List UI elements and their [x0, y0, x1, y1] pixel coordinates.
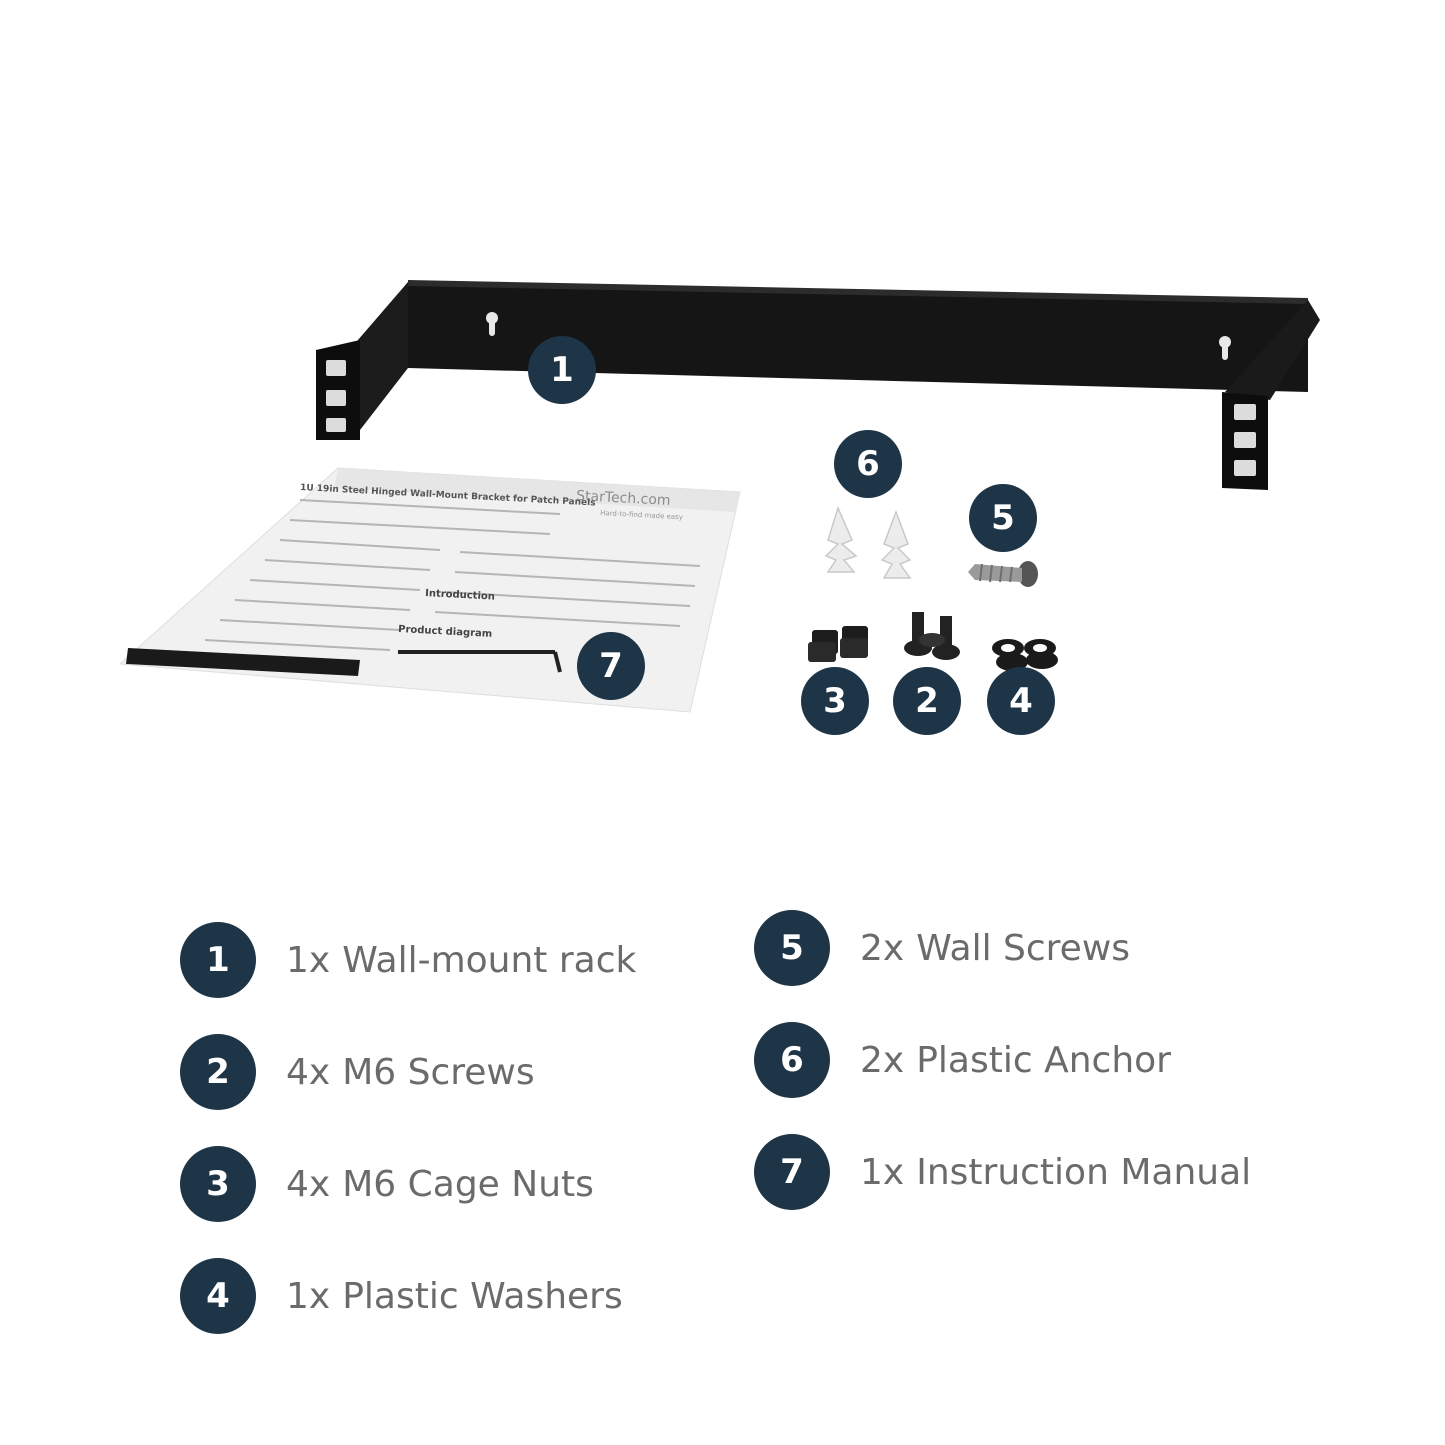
legend-label: Plastic Anchor — [916, 1039, 1171, 1081]
legend-label: Instruction Manual — [916, 1151, 1252, 1193]
legend-item-2: 2 4x M6 Screws — [180, 1034, 535, 1110]
wall-mount-rack-illustration — [316, 280, 1320, 490]
legend-label: Wall-mount rack — [342, 939, 637, 981]
legend-badge: 3 — [180, 1146, 256, 1222]
legend-badge: 4 — [180, 1258, 256, 1334]
callout-badge-4: 4 — [987, 667, 1055, 735]
legend-label: Wall Screws — [916, 927, 1131, 969]
legend-item-6: 6 2x Plastic Anchor — [754, 1022, 1171, 1098]
callout-badge-5: 5 — [969, 484, 1037, 552]
legend-label: Plastic Washers — [342, 1275, 623, 1317]
callout-badge-1: 1 — [528, 336, 596, 404]
legend-qty: 4x — [286, 1051, 331, 1093]
legend-label: M6 Screws — [342, 1051, 535, 1093]
legend-item-4: 4 1x Plastic Washers — [180, 1258, 623, 1334]
legend-qty: 1x — [860, 1151, 905, 1193]
legend-item-5: 5 2x Wall Screws — [754, 910, 1130, 986]
plastic-anchor-illustration — [824, 505, 912, 579]
legend-item-1: 1 1x Wall-mount rack — [180, 922, 636, 998]
cage-nuts-illustration — [808, 626, 868, 662]
callout-badge-3: 3 — [801, 667, 869, 735]
legend-label: M6 Cage Nuts — [342, 1163, 594, 1205]
manual-brand: StarTech.com — [576, 488, 671, 509]
m6-screws-illustration — [904, 612, 960, 660]
legend-badge: 2 — [180, 1034, 256, 1110]
legend-qty: 2x — [860, 1039, 905, 1081]
wall-screw-illustration — [968, 561, 1038, 587]
legend-qty: 1x — [286, 1275, 331, 1317]
manual-section-intro: Introduction — [425, 588, 495, 603]
callout-badge-2: 2 — [893, 667, 961, 735]
legend-qty: 1x — [286, 939, 331, 981]
legend-item-3: 3 4x M6 Cage Nuts — [180, 1146, 594, 1222]
legend-qty: 4x — [286, 1163, 331, 1205]
legend-badge: 7 — [754, 1134, 830, 1210]
instruction-manual-illustration: StarTech.com Hard-to-find made easy 1U 1… — [118, 467, 741, 713]
plastic-washers-illustration — [992, 639, 1058, 671]
manual-section-diagram: Product diagram — [398, 624, 493, 640]
legend-badge: 6 — [754, 1022, 830, 1098]
legend-badge: 5 — [754, 910, 830, 986]
legend-qty: 2x — [860, 927, 905, 969]
product-illustration: StarTech.com Hard-to-find made easy 1U 1… — [118, 280, 1320, 713]
legend-item-7: 7 1x Instruction Manual — [754, 1134, 1251, 1210]
callout-badge-6: 6 — [834, 430, 902, 498]
legend-badge: 1 — [180, 922, 256, 998]
callout-badge-7: 7 — [577, 632, 645, 700]
